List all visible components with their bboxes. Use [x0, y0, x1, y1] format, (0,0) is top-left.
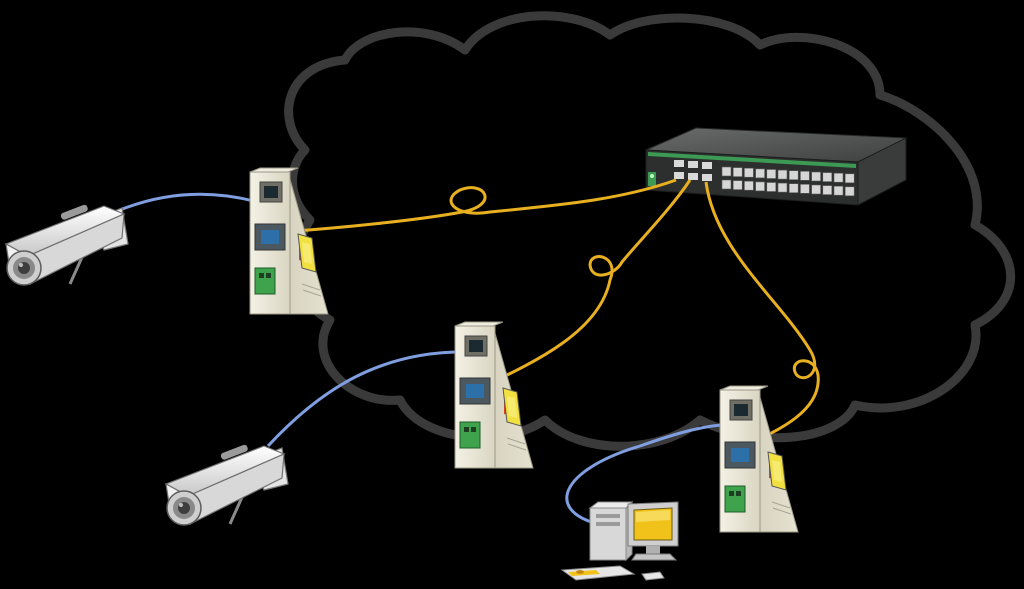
switch-port — [822, 172, 833, 182]
switch-port — [800, 184, 810, 194]
security-camera-icon — [4, 202, 130, 287]
switch-port — [822, 185, 833, 195]
copper-cable-3 — [565, 422, 736, 526]
switch-port — [844, 186, 855, 197]
copper-cable-2 — [266, 350, 471, 448]
security-camera-icon — [164, 442, 290, 527]
desktop-computer-icon — [560, 500, 679, 581]
fiber-cable-3 — [704, 181, 820, 448]
switch-port — [744, 167, 754, 178]
switch-port — [811, 184, 821, 195]
media-converter-icon — [249, 167, 329, 315]
switch-port — [766, 182, 777, 192]
cable-layer — [119, 178, 820, 526]
fiber-cable-2 — [479, 179, 692, 390]
media-converter-icon — [454, 321, 534, 469]
switch-port — [732, 167, 743, 177]
switch-port — [811, 171, 821, 182]
switch-port — [777, 169, 788, 180]
switch-port — [844, 173, 855, 184]
switch-port — [800, 171, 810, 181]
switch-port — [833, 185, 844, 196]
switch-port — [766, 169, 777, 179]
switch-port — [744, 180, 754, 191]
media-converter-icon — [719, 385, 799, 533]
switch-port — [721, 166, 732, 177]
fiber-cable-1 — [281, 178, 677, 234]
network-switch-icon — [645, 127, 908, 206]
switch-port — [755, 181, 765, 192]
switch-port — [788, 170, 799, 180]
switch-port — [721, 179, 732, 190]
switch-port — [755, 168, 765, 179]
switch-port — [788, 183, 799, 193]
network-cloud-icon — [284, 11, 1016, 451]
switch-port — [732, 180, 743, 190]
switch-port — [833, 172, 844, 183]
copper-cable-1 — [119, 192, 269, 212]
switch-port — [777, 182, 788, 193]
